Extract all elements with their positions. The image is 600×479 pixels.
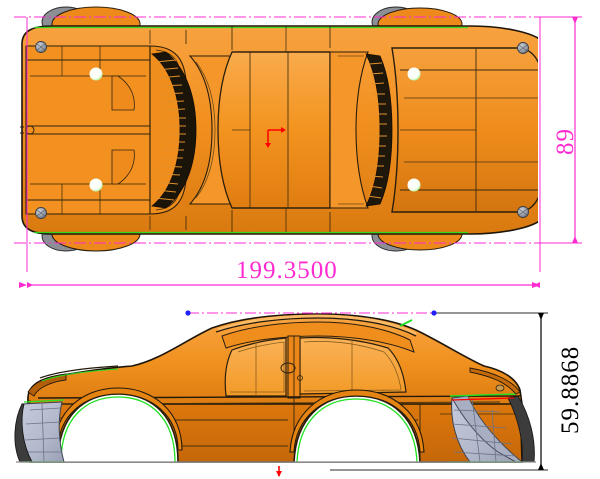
snap-point-marker xyxy=(185,310,191,316)
dimension-width xyxy=(540,16,582,244)
snap-point-marker xyxy=(431,310,437,316)
origin-axis-marker-side xyxy=(276,466,282,477)
dimension-length-label: 199.3500 xyxy=(236,257,338,284)
side-view-top-extension xyxy=(185,310,548,316)
dimension-width-label: 89 xyxy=(552,128,579,155)
rear-wheelwell xyxy=(448,393,535,463)
dimension-height-label: 59.8868 xyxy=(557,346,584,434)
origin-axis-marker xyxy=(265,127,286,148)
mount-hole-highlight xyxy=(89,67,421,192)
top-view-extension-verticals xyxy=(26,17,541,272)
screw-head xyxy=(35,41,529,219)
front-wheelwell xyxy=(14,399,65,463)
side-view xyxy=(14,313,536,463)
top-view xyxy=(20,6,538,252)
dimension-length xyxy=(19,282,540,288)
rear-louver-band xyxy=(151,51,197,209)
dimension-height xyxy=(538,313,544,470)
front-cowl-band xyxy=(365,53,393,207)
top-view-extension-lines xyxy=(14,16,556,244)
